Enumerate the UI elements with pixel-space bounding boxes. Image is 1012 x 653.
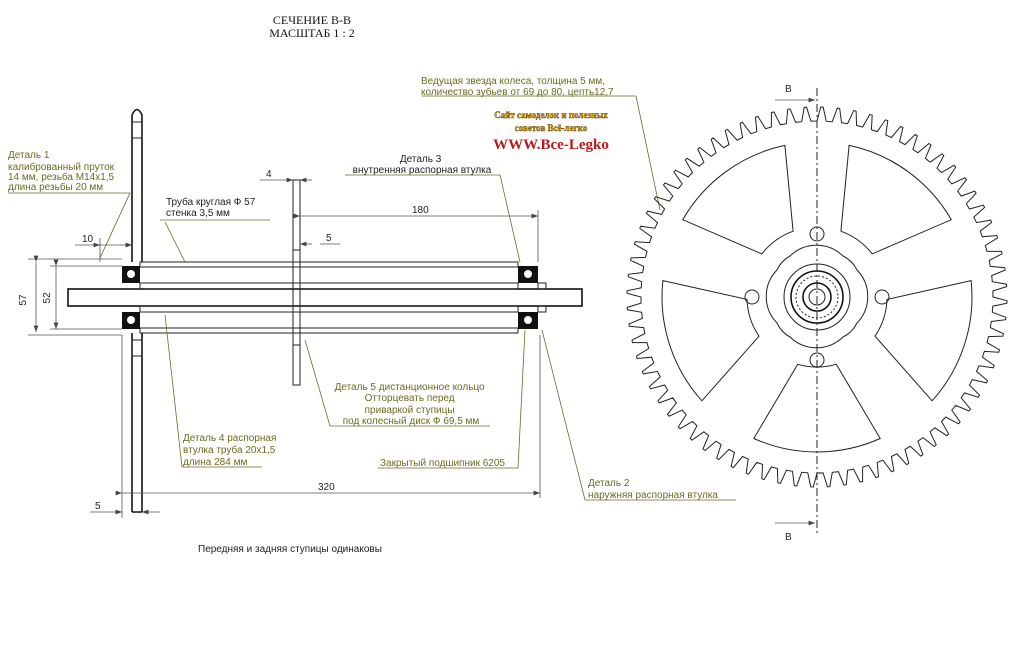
- detail3-label: Деталь 3 внутренняя распорная втулка: [353, 154, 492, 176]
- distance-ring: [292, 179, 301, 386]
- watermark-line1: Сайт самоделок и полезных: [494, 110, 608, 120]
- hub-flange: [765, 244, 869, 349]
- bolt-hole: [744, 289, 760, 305]
- hub-section-view: 57 52 10 4 180 5 320 5 Деталь 1 калибров…: [8, 76, 736, 555]
- watermark: Сайт самоделок и полезных советов Всё-ле…: [493, 110, 609, 153]
- scale-title: МАСШТАБ 1 : 2: [269, 26, 354, 40]
- tube-label: Труба круглая Ф 57 стенка 3,5 мм: [166, 196, 258, 219]
- axle-hole: [808, 288, 826, 306]
- watermark-line2: советов Всё-легко: [515, 123, 588, 133]
- detail1-label: Деталь 1 калиброванный пруток 14 мм, рез…: [8, 150, 117, 193]
- bearing-right: [518, 266, 547, 329]
- sprocket-label: Ведущая звезда колеса, толщина 5 мм, кол…: [421, 76, 614, 98]
- bearing-left: [122, 266, 140, 329]
- section-mark-top: B: [785, 84, 792, 95]
- sprocket-window: [681, 144, 794, 255]
- sprocket-front-view: B B: [626, 84, 1008, 543]
- dim-180: 180: [412, 205, 429, 216]
- dimension-lines: [28, 177, 541, 518]
- axle: [67, 288, 583, 307]
- detail5-label: Деталь 5 дистанционное кольцо Отторцеват…: [335, 382, 488, 427]
- sprocket-window: [840, 144, 953, 255]
- inner-sleeve-bottom: [139, 305, 519, 313]
- dim-5-plate: 5: [95, 501, 101, 512]
- sprocket-window: [661, 279, 760, 402]
- dim-10: 10: [82, 234, 94, 245]
- section-title: СЕЧЕНИЕ В-В: [273, 13, 351, 27]
- watermark-url: WWW.Bce-Legko: [493, 137, 609, 153]
- tube-top: [139, 261, 519, 268]
- dim-4: 4: [266, 169, 272, 180]
- leader-lines: [8, 95, 736, 501]
- detail4-label: Деталь 4 распорная втулка труба 20х1,5 д…: [183, 433, 279, 468]
- tube-bottom: [139, 327, 519, 334]
- sprocket-window: [874, 279, 973, 402]
- dim-320: 320: [318, 482, 335, 493]
- sprocket-plate: [131, 108, 143, 513]
- note-text: Передняя и задняя ступицы одинаковы: [198, 544, 382, 555]
- detail2-label: Деталь 2 наружняя распорная втулка: [588, 478, 718, 501]
- dim-57: 57: [18, 294, 29, 306]
- bolt-hole: [874, 289, 890, 305]
- dim-5-ring: 5: [326, 233, 332, 244]
- section-mark-bottom: B: [785, 532, 792, 543]
- dim-52: 52: [42, 292, 53, 304]
- sprocket-teeth: [626, 106, 1008, 488]
- inner-sleeve-top: [139, 282, 519, 290]
- bearing-label: Закрытый подшипник 6205: [380, 458, 505, 469]
